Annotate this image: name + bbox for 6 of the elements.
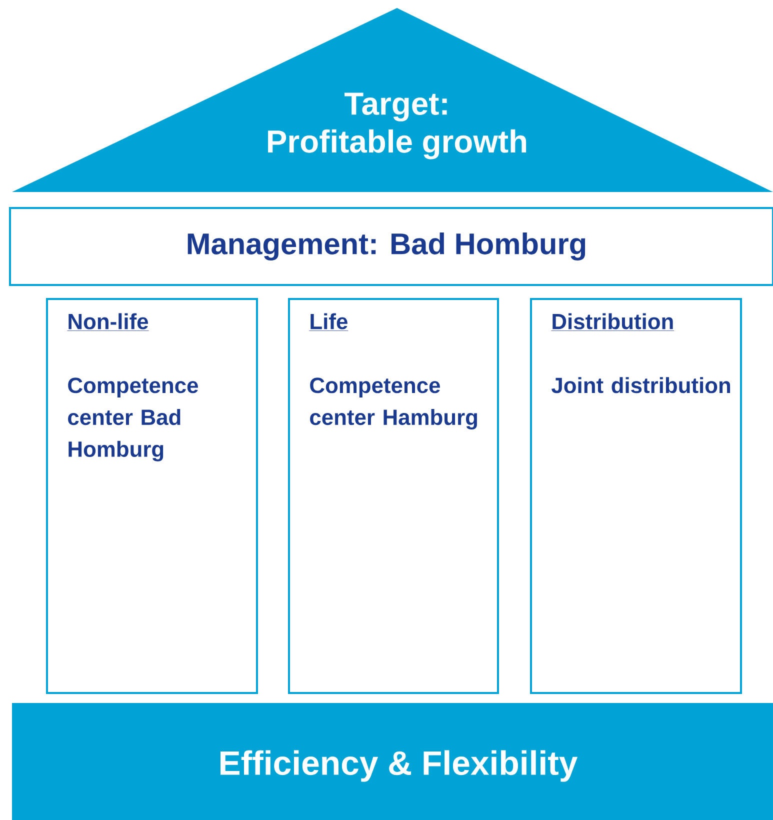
pillar-box: Distribution Joint distribution [530, 298, 742, 694]
pillar-box: Life Competence center Hamburg [288, 298, 499, 694]
pillar-box: Non-life Competence center Bad Homburg [46, 298, 258, 694]
management-box: Management: Bad Homburg [9, 207, 773, 286]
foundation-band: Efficiency & Flexibility [12, 703, 773, 820]
roof-triangle: Target: Profitable growth [12, 8, 773, 192]
